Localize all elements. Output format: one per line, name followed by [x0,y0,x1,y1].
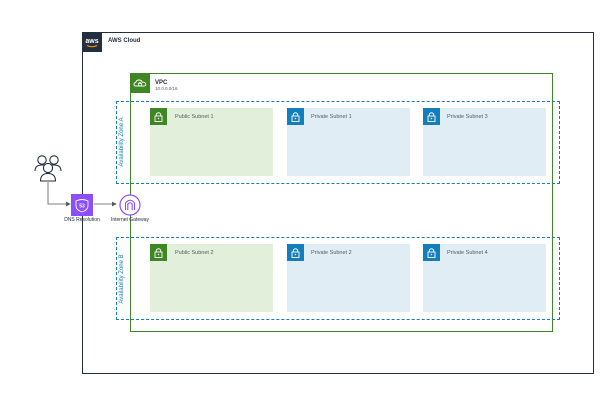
internet-gateway-label: Internet Gateway [110,217,150,223]
aws-cloud-badge: aws [82,32,102,52]
public-subnet-1-label: Public Subnet 1 [175,114,214,120]
private-subnet-2 [287,244,410,312]
vpc-cloud-lock-icon [133,79,147,87]
svg-text:53: 53 [79,204,85,210]
private-subnet-2-label: Private Subnet 2 [311,250,352,256]
svg-text:aws: aws [85,38,98,45]
users-icon [33,154,63,182]
availability-zone-b [116,237,560,320]
dns-resolution-label: DNS Resolution [64,217,100,223]
lock-icon [291,248,300,258]
private-subnet-3-label: Private Subnet 3 [447,114,488,120]
private-subnet-3 [423,108,546,176]
internet-gateway-icon [119,194,141,216]
public-subnet-2-badge [150,244,167,261]
users-to-dns-connector [47,182,71,207]
public-subnet-2 [150,244,273,312]
private-subnet-4-badge [423,244,440,261]
lock-icon [154,248,163,258]
vpc-cidr: 10.0.0.0/16 [155,86,178,91]
vpc-badge [130,73,150,93]
route53-icon: 53 [71,194,93,216]
private-subnet-4 [423,244,546,312]
public-subnet-1 [150,108,273,176]
private-subnet-4-label: Private Subnet 4 [447,250,488,256]
private-subnet-2-badge [287,244,304,261]
public-subnet-1-badge [150,108,167,125]
availability-zone-a [116,101,560,184]
private-subnet-1 [287,108,410,176]
lock-icon [427,112,436,122]
aws-logo-icon: aws [85,38,99,48]
lock-icon [154,112,163,122]
private-subnet-1-label: Private Subnet 1 [311,114,352,120]
lock-icon [291,112,300,122]
private-subnet-1-badge [287,108,304,125]
public-subnet-2-label: Public Subnet 2 [175,250,214,256]
aws-cloud-title: AWS Cloud [108,38,141,44]
vpc-title: VPC [155,80,168,86]
private-subnet-3-badge [423,108,440,125]
lock-icon [427,248,436,258]
